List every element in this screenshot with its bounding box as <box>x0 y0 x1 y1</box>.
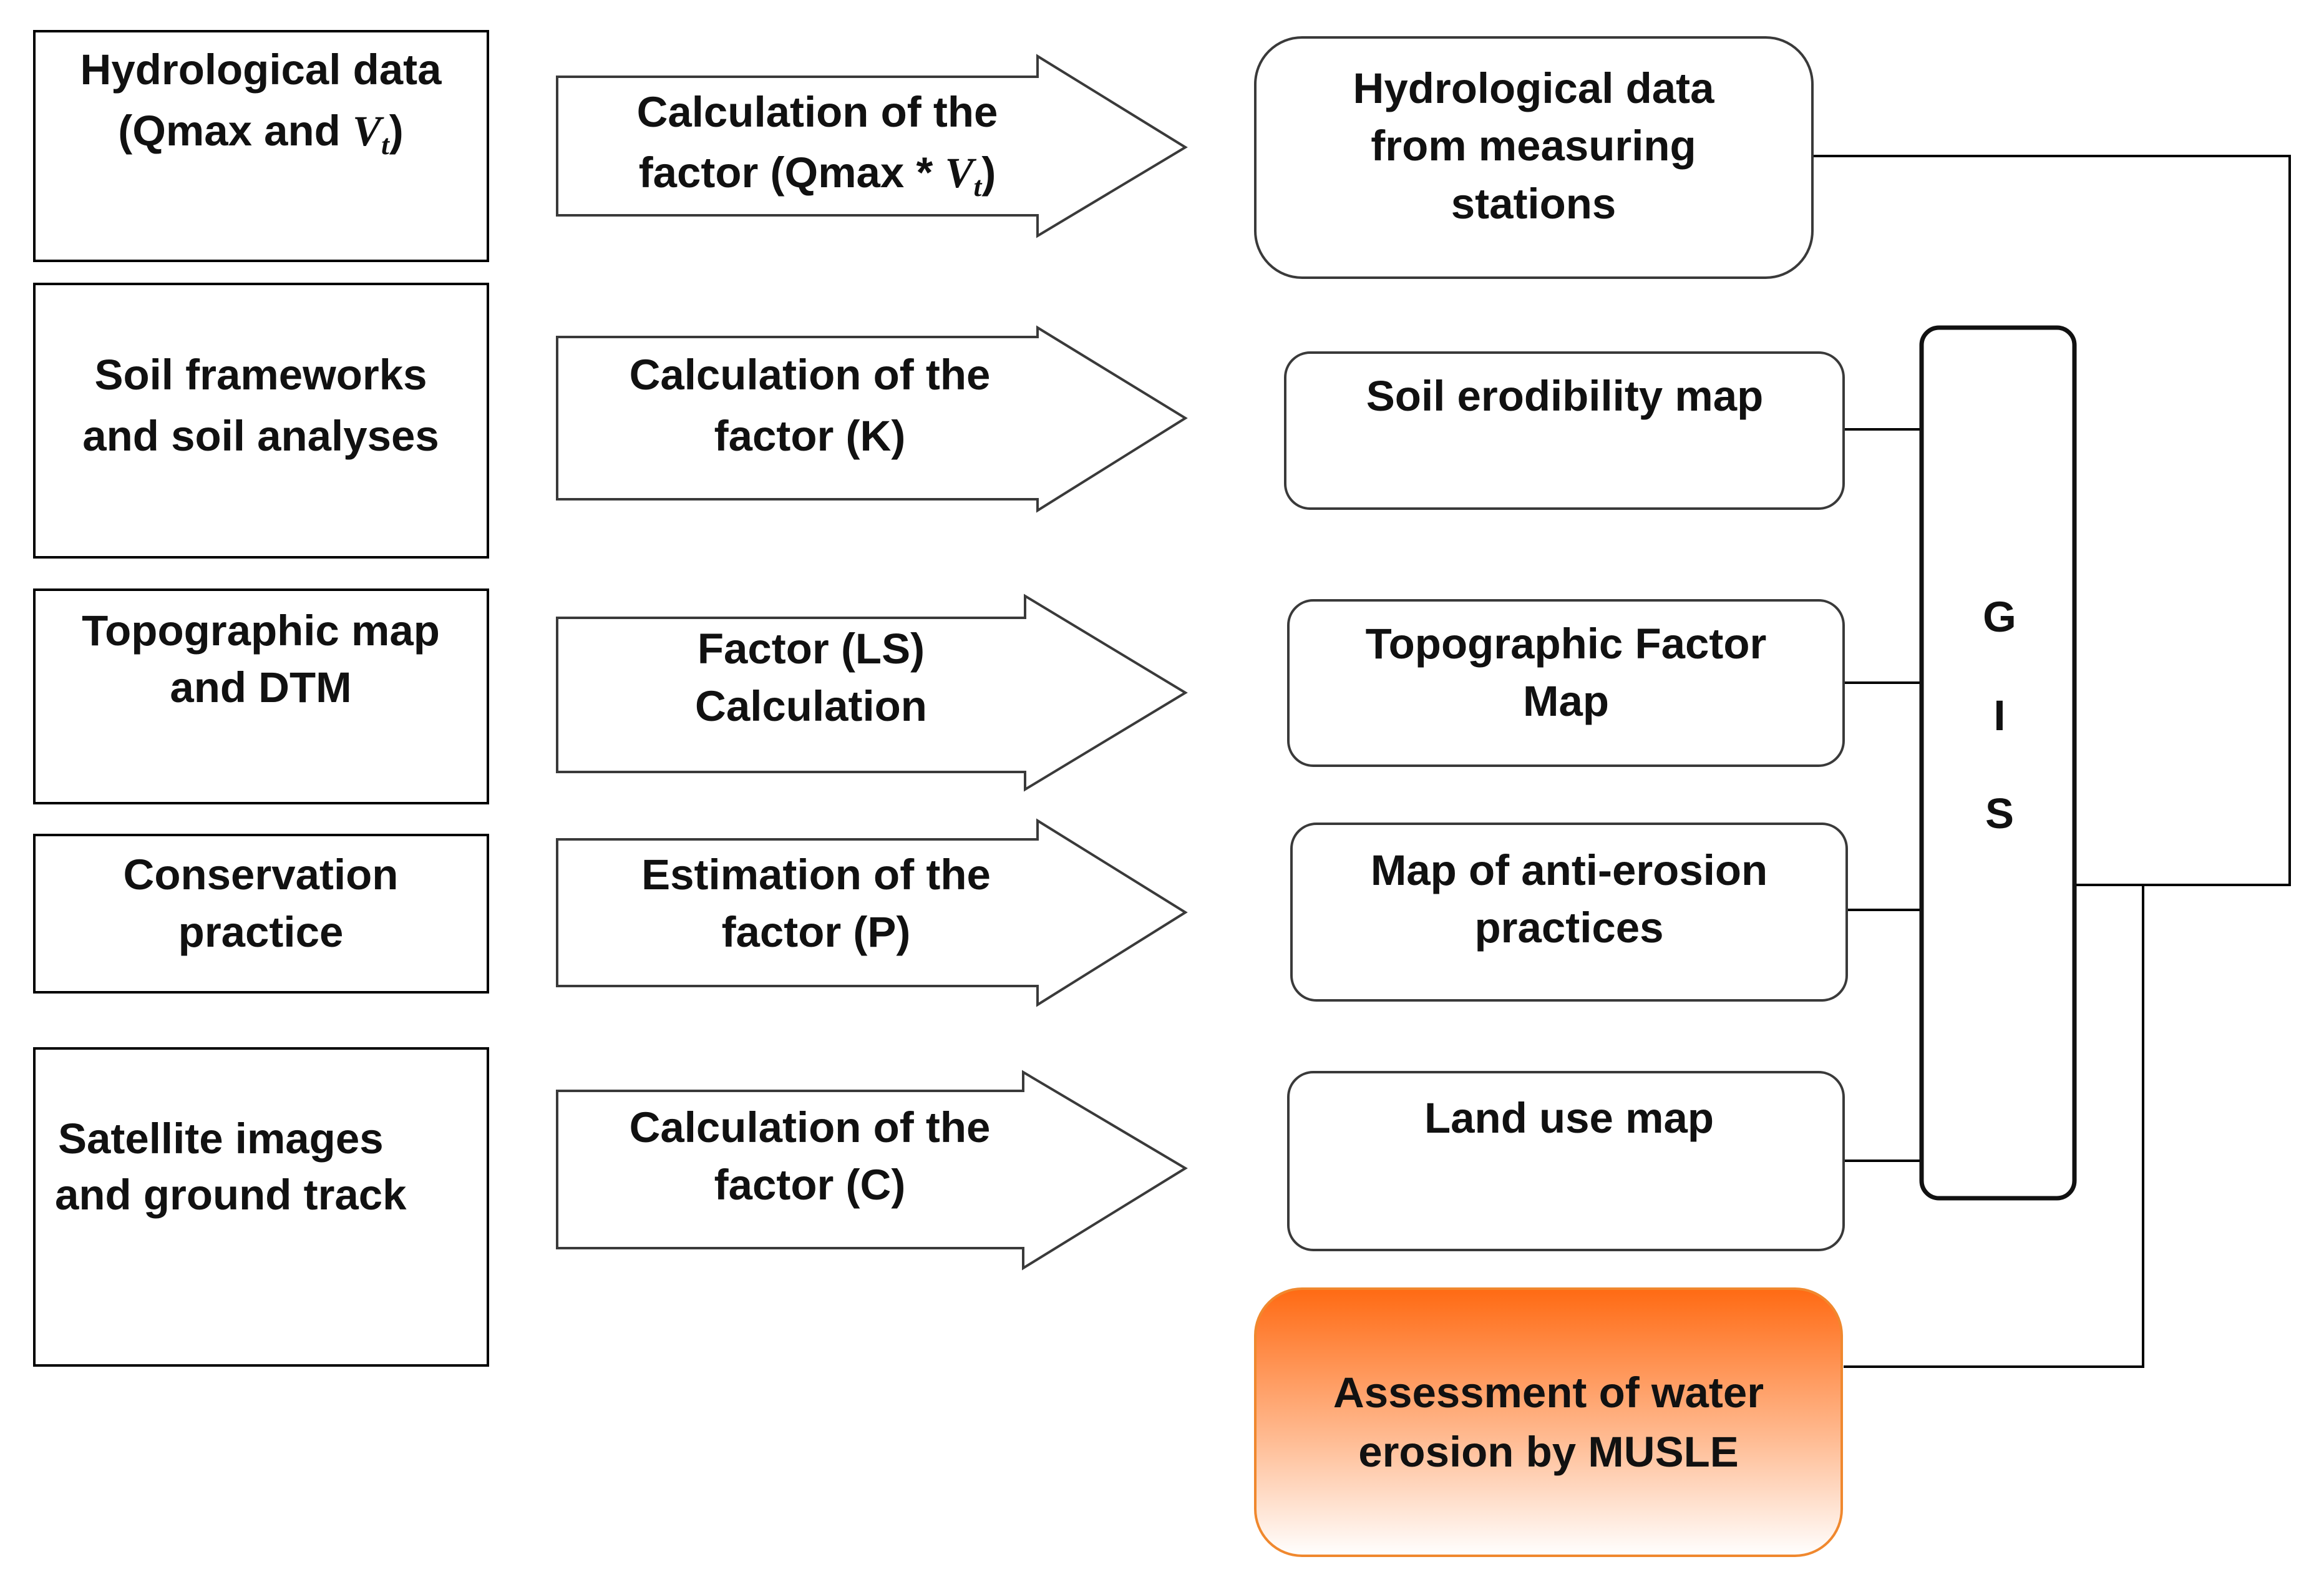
result-line1: Assessment of water <box>1333 1369 1764 1417</box>
input-satellite-line2: and ground track <box>55 1171 407 1219</box>
arrow-hydrological-factor: Calculation of the factor (Qmax * Vt) <box>556 54 1188 238</box>
input-conservation-line2: practice <box>178 908 344 956</box>
result-box-musle: Assessment of water erosion by MUSLE <box>1254 1287 1843 1557</box>
input-box-hydrological: Hydrological data (Qmax and Vt) <box>33 30 489 262</box>
input-topographic-line1: Topographic map <box>82 607 440 655</box>
output-box-anti-erosion: Map of anti-erosion practices <box>1290 823 1848 1002</box>
output-hydrological-line1: Hydrological data <box>1353 64 1715 112</box>
input-soil-line2: and soil analyses <box>82 412 439 460</box>
arrow-ls-factor: Factor (LS) Calculation <box>556 593 1188 792</box>
arrow-hydrological-line2: factor (Qmax * Vt) <box>639 149 996 202</box>
connector-gis-to-result <box>1844 884 2144 1368</box>
arrow-p-factor: Estimation of the factor (P) <box>556 818 1188 1007</box>
arrow-ls-line1: Factor (LS) <box>698 625 925 673</box>
arrow-c-line2: factor (C) <box>714 1161 906 1209</box>
arrow-p-line2: factor (P) <box>722 908 911 956</box>
arrow-k-line1: Calculation of the <box>630 351 991 399</box>
input-box-conservation: Conservation practice <box>33 834 489 994</box>
arrow-hydrological-line1: Calculation of the <box>637 88 998 136</box>
connector-hydro-output <box>1812 155 2291 886</box>
input-box-satellite: Satellite images and ground track <box>33 1047 489 1367</box>
output-antierosion-line1: Map of anti-erosion <box>1371 846 1767 894</box>
output-antierosion-line2: practices <box>1474 904 1663 952</box>
input-box-soil: Soil frameworks and soil analyses <box>33 283 489 559</box>
output-hydrological-line2: from measuring <box>1371 122 1696 170</box>
gis-letter-g: G <box>1983 593 2016 641</box>
result-line2: erosion by MUSLE <box>1358 1428 1739 1476</box>
input-box-topographic: Topographic map and DTM <box>33 588 489 804</box>
input-satellite-line1: Satellite images <box>58 1115 384 1163</box>
gis-letter-i: I <box>1993 691 2005 740</box>
output-box-land-use: Land use map <box>1287 1071 1845 1251</box>
arrow-ls-line2: Calculation <box>695 682 927 730</box>
connectors <box>1812 155 2291 1368</box>
output-topographic-line2: Map <box>1523 677 1609 725</box>
output-landuse-line1: Land use map <box>1424 1094 1714 1142</box>
arrow-c-factor: Calculation of the factor (C) <box>556 1070 1188 1271</box>
output-hydrological-line3: stations <box>1451 180 1617 228</box>
gis-letter-s: S <box>1985 789 2014 837</box>
arrow-k-line2: factor (K) <box>714 412 906 460</box>
output-box-hydrological-stations: Hydrological data from measuring station… <box>1254 36 1814 279</box>
input-hydrological-line2: (Qmax and Vt) <box>118 107 404 160</box>
input-topographic-line2: and DTM <box>170 663 351 711</box>
arrow-p-line1: Estimation of the <box>641 851 991 899</box>
output-box-topographic-factor: Topographic Factor Map <box>1287 599 1845 767</box>
output-topographic-line1: Topographic Factor <box>1366 620 1767 668</box>
input-hydrological-line1: Hydrological data <box>80 46 442 94</box>
gis-box: G I S <box>1919 325 2077 1201</box>
output-soil-line1: Soil erodibility map <box>1366 372 1763 420</box>
input-soil-line1: Soil frameworks <box>94 351 427 399</box>
arrow-k-factor: Calculation of the factor (K) <box>556 325 1188 513</box>
arrow-c-line1: Calculation of the <box>630 1103 991 1151</box>
output-box-soil-erodibility: Soil erodibility map <box>1284 351 1845 510</box>
input-conservation-line1: Conservation <box>124 851 399 899</box>
